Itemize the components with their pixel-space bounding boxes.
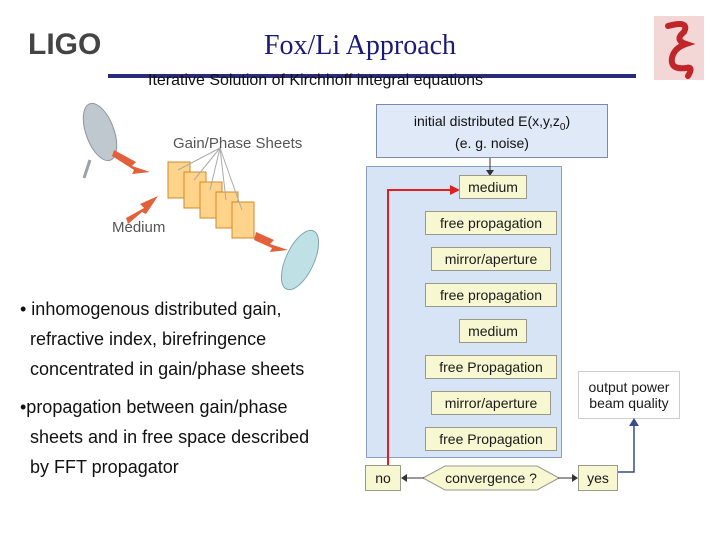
initial-subscript: 0: [559, 121, 566, 133]
convergence-decision: convergence ?: [423, 465, 559, 491]
page-title: Fox/Li Approach: [263, 30, 457, 61]
page-subtitle: Iterative Solution of Kirchhoff integral…: [148, 72, 484, 89]
title-rule: [108, 74, 636, 78]
laser-diagram-graphic: [82, 102, 320, 291]
step-mirror-aperture-1: mirror/aperture: [431, 247, 551, 271]
output-line1: output power: [588, 379, 670, 395]
ligo-logo-mark: LIGO: [28, 28, 101, 61]
bullet-propagation: •propagation between gain/phase sheets a…: [20, 397, 310, 477]
xi-emblem: [654, 16, 704, 80]
arrow-to-no: [401, 474, 424, 482]
output-box: output power beam quality: [578, 371, 680, 419]
arrow-yes-to-output: [618, 418, 639, 473]
laser-diagram: [70, 90, 330, 310]
decision-diamond: [423, 465, 559, 491]
svg-text:LIGO: LIGO: [28, 28, 101, 60]
initial-line2: (e. g. noise): [455, 134, 529, 151]
medium-label: Medium: [112, 219, 166, 236]
step-mirror-aperture-2: mirror/aperture: [431, 391, 551, 415]
initial-tail: ): [565, 113, 571, 129]
gain-phase-label: Gain/Phase Sheets: [173, 135, 303, 152]
xi-emblem-icon: [654, 16, 704, 80]
yes-box: yes: [578, 465, 618, 491]
step-medium-1: medium: [459, 175, 527, 199]
feedback-loop-arrow: [387, 185, 460, 478]
initial-line1: initial distributed E(x,y,z: [413, 113, 560, 129]
step-free-propagation-4: free Propagation: [425, 427, 557, 451]
step-free-propagation-3: free Propagation: [425, 355, 557, 379]
output-line2: beam quality: [589, 395, 669, 411]
ligo-logo: LIGO: [28, 26, 112, 65]
convergence-label: convergence ?: [445, 470, 537, 486]
step-medium-2: medium: [459, 319, 527, 343]
step-free-propagation-2: free propagation: [425, 283, 557, 307]
initial-field-box: initial distributed E(x,y,z0) (e. g. noi…: [376, 104, 608, 158]
arrow-initial-down: [486, 158, 494, 176]
step-free-propagation-1: free propagation: [425, 211, 557, 235]
no-box: no: [365, 465, 401, 491]
arrow-to-yes: [558, 474, 578, 482]
bullet-gain: • inhomogenous distributed gain, refract…: [20, 299, 305, 379]
